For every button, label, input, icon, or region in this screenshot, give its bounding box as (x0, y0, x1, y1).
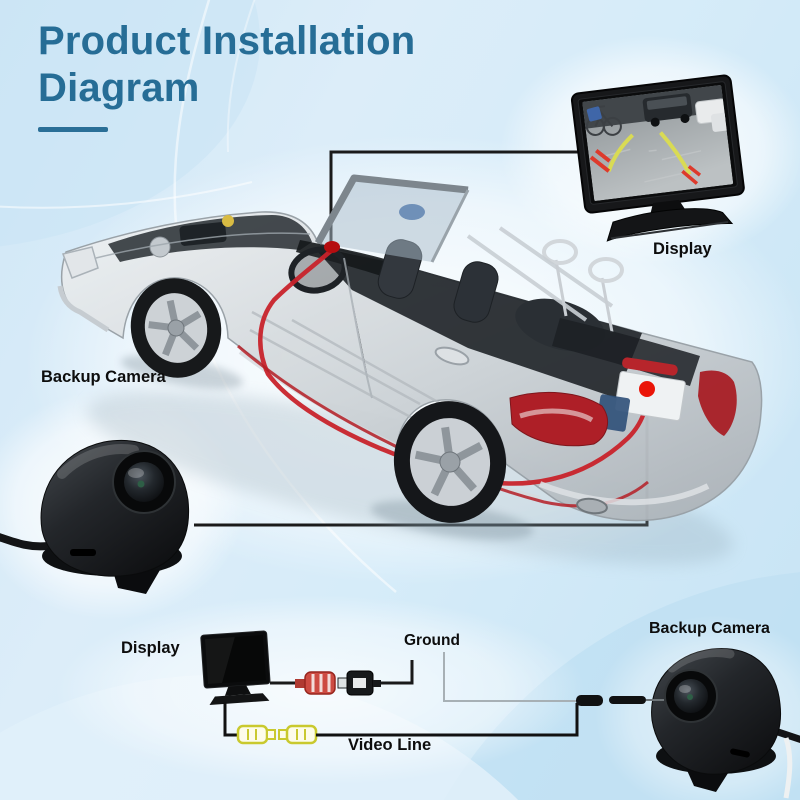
windshield-frame (314, 174, 469, 245)
front-bumper (57, 285, 110, 333)
front-seat (453, 261, 499, 323)
rear-bumper (538, 481, 710, 506)
label-video-line: Video Line (348, 736, 432, 754)
wiring-schematic (200, 630, 664, 745)
label-display-top: Display (653, 240, 712, 258)
rca-connector-red (295, 671, 336, 695)
camera-lens (124, 462, 164, 502)
front-wheel (130, 278, 222, 378)
red-camera-cable (258, 247, 650, 486)
taillight-right (698, 370, 737, 436)
door-structure (249, 257, 453, 422)
label-ground: Ground (404, 632, 460, 649)
title-underline (38, 126, 108, 132)
decor-arc (226, 0, 256, 153)
ground-lead (381, 660, 414, 685)
rear-wheel (393, 401, 507, 523)
door-handle (434, 346, 470, 366)
rear-camera-marker-dot (639, 381, 655, 397)
ground-branch (443, 652, 576, 702)
rearview-mirror (399, 204, 425, 220)
display-monitor (570, 74, 745, 242)
trunk-reflector (622, 357, 678, 376)
headrest-hoop (542, 239, 578, 265)
exhaust-tip (576, 497, 608, 515)
monitor-stand-base (606, 208, 734, 242)
guide-line-yellow (659, 131, 692, 176)
guide-line-red (589, 148, 611, 173)
title-line-1: Product Installation (38, 19, 416, 63)
monitor-screen (582, 84, 734, 202)
windshield-glass (318, 178, 468, 262)
dash-cable-junction (324, 241, 340, 253)
page-title: Product Installation Diagram (38, 18, 415, 132)
top-linkage-bars (466, 226, 614, 322)
backup-camera-right (651, 648, 800, 799)
strut-tower (149, 236, 171, 258)
bullet-connector (609, 696, 646, 704)
video-line-wire (316, 703, 579, 737)
label-display-bottom: Display (121, 639, 180, 657)
taillight-left (509, 391, 609, 447)
title-line-2: Diagram (38, 65, 200, 110)
camera-cable (0, 533, 52, 551)
rca-connector-yellow (236, 724, 318, 745)
headlight (62, 246, 99, 279)
label-backup-camera-left: Backup Camera (41, 368, 166, 386)
video-lead (223, 702, 238, 737)
car-cutaway (57, 174, 763, 523)
barrel-connector-black (337, 670, 381, 696)
headrest-hoop (588, 257, 624, 283)
bullet-connector (576, 695, 603, 706)
camera-cable-white (783, 737, 793, 799)
label-backup-camera-right: Backup Camera (649, 620, 770, 637)
guide-line-yellow (606, 133, 634, 172)
backup-camera-left (0, 439, 190, 594)
oil-cap (222, 215, 234, 227)
guide-line-red (681, 165, 702, 185)
